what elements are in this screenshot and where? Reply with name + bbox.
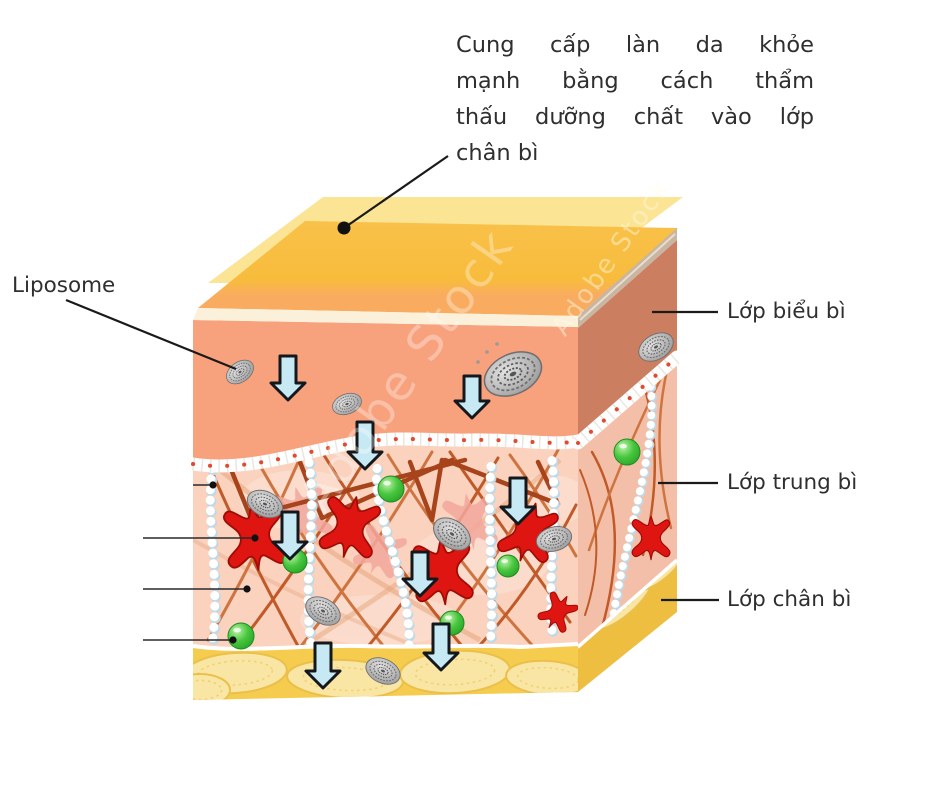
penetration-arrow-icon xyxy=(499,476,537,526)
dermis-fibers-side xyxy=(579,360,673,639)
stratum-corneum-strip xyxy=(193,308,578,327)
nutrient-sphere xyxy=(613,438,641,466)
penetration-arrow-icon xyxy=(422,622,460,672)
annotation-leader-dot xyxy=(337,221,351,235)
cube-top-face xyxy=(198,221,678,316)
particles xyxy=(221,326,679,691)
label-hypodermis: Lớp chân bì xyxy=(727,587,852,612)
annotation-line: Cung cấp làn da khỏe xyxy=(456,32,814,58)
annotation-line: thấu dưỡng chất vào lớp xyxy=(456,104,814,130)
corneum-strip-highlight xyxy=(579,233,676,321)
annotation-line: chân bì xyxy=(456,140,539,166)
fat-layer-side xyxy=(578,562,677,692)
basement-membrane-side xyxy=(571,350,684,450)
nutrient-sphere xyxy=(227,622,255,650)
fat-lobule xyxy=(193,673,231,700)
cube-side-face xyxy=(571,228,684,692)
penetration-arrows xyxy=(269,354,537,690)
annotation-text: Cung cấp làn da khỏe mạnh bằng cách thẩm… xyxy=(456,27,814,171)
basement-membrane-front xyxy=(186,432,585,473)
liposome-leader-line xyxy=(65,298,237,371)
nutrient-sphere xyxy=(377,475,405,503)
annotation-line: mạnh bằng cách thẩm xyxy=(456,68,814,94)
annotation-leader-line xyxy=(343,155,449,229)
penetration-arrow-icon xyxy=(304,641,342,690)
label-dermis: Lớp trung bì xyxy=(727,470,858,495)
epidermis-side xyxy=(578,240,677,443)
penetration-arrow-icon xyxy=(346,420,384,471)
penetration-arrow-icon xyxy=(453,374,491,420)
fat-top-line-side xyxy=(576,558,679,649)
label-epidermis: Lớp biểu bì xyxy=(727,299,846,324)
left-pointer-stubs xyxy=(143,481,259,644)
fat-lobules-front xyxy=(193,649,578,700)
leader-lines xyxy=(65,155,719,644)
nutrient-sphere xyxy=(496,554,520,578)
penetration-arrow-icon xyxy=(271,510,309,561)
label-liposome: Liposome xyxy=(12,273,116,298)
penetration-arrow-icon xyxy=(269,354,307,402)
penetration-arrow-icon xyxy=(401,550,439,598)
